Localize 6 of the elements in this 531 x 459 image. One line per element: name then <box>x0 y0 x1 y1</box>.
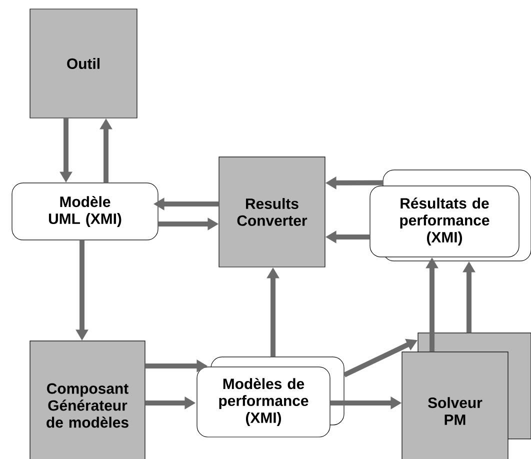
process-box: Results Converter <box>218 156 326 268</box>
document-stack: Modèles de performance (XMI) <box>196 356 344 438</box>
process-box: Composant Générateur de modèles <box>30 340 146 459</box>
process-box: Outil <box>30 8 138 118</box>
process-box-stack: Solveur PM <box>402 332 531 459</box>
document-stack: Résultats de performance (XMI) <box>370 170 531 262</box>
